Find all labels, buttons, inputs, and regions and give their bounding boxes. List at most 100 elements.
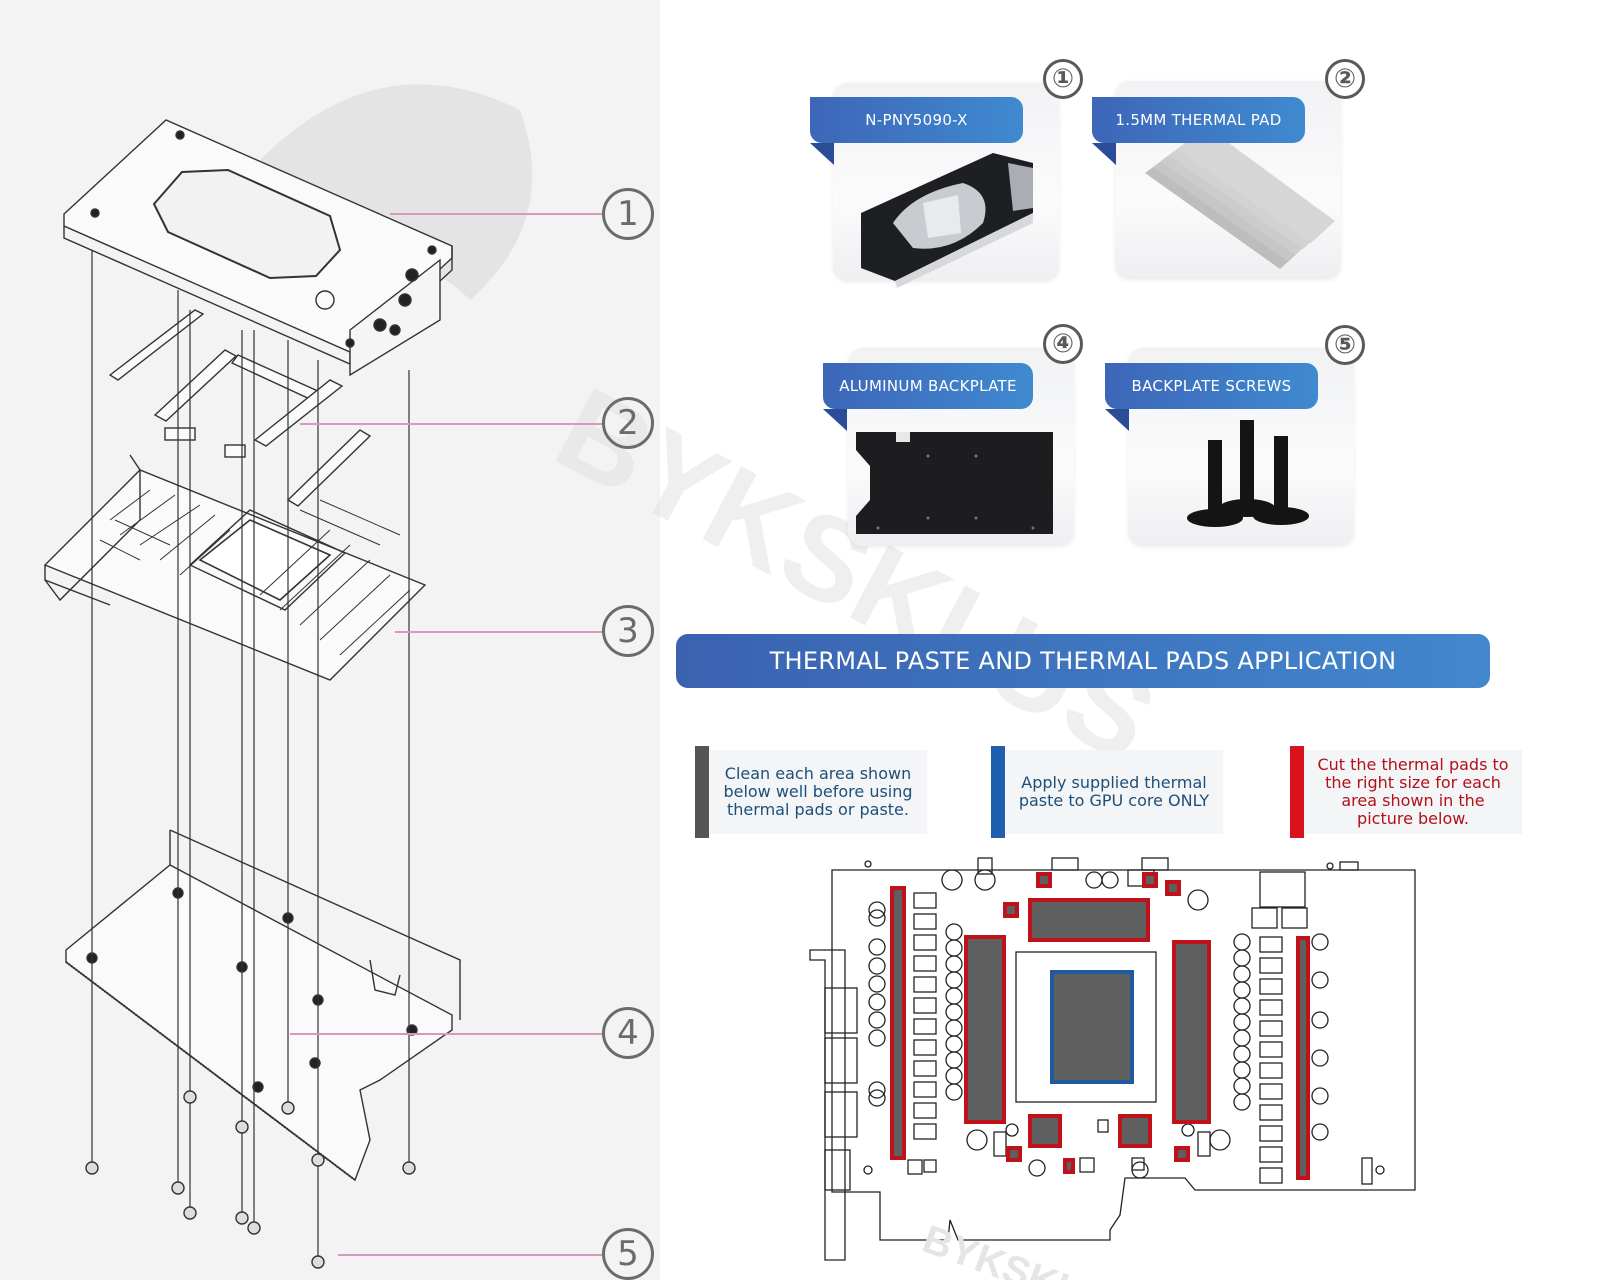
- capacitor: [945, 1003, 963, 1021]
- capacitor: [1375, 1165, 1385, 1175]
- callout-5: 5: [602, 1228, 654, 1280]
- screw-guide-lines: [91, 250, 410, 1265]
- smd-component: [913, 955, 937, 972]
- callout-3: 3: [602, 605, 654, 657]
- smd-component: [913, 1081, 937, 1098]
- capacitor: [1311, 1087, 1329, 1105]
- callout-5-label: 5: [617, 1234, 639, 1274]
- ribbon-fold: [1105, 409, 1129, 431]
- part-number-badge-2: ②: [1325, 59, 1365, 99]
- instruction-paste: Apply supplied thermal paste to GPU core…: [991, 746, 1223, 838]
- smd-component: [913, 1102, 937, 1119]
- thermal-pads-drawing: [108, 309, 372, 507]
- thermal-pad-zone: [1028, 898, 1150, 942]
- water-block-image: [861, 153, 1033, 288]
- smd-component: [913, 1018, 937, 1035]
- capacitor: [1311, 933, 1329, 951]
- capacitor: [1233, 949, 1251, 967]
- thermal-pad-image: [1145, 127, 1335, 269]
- gpu-pcb-drawing: [43, 454, 427, 681]
- smd-component: [1259, 1167, 1283, 1184]
- gpu-core-paste-zone: [1050, 970, 1134, 1084]
- diagram-watermark: BYKSKI.US: [917, 1217, 1137, 1280]
- capacitor: [1233, 1093, 1251, 1111]
- capacitor: [1311, 1123, 1329, 1141]
- water-block-drawing: [63, 119, 453, 377]
- callout-1: 1: [602, 188, 654, 240]
- thermal-pad-zone: [1296, 936, 1310, 1180]
- thermal-pad-zone: [890, 886, 906, 1160]
- part-number-badge-4: ④: [1043, 324, 1083, 364]
- backplate-image: [856, 432, 1053, 534]
- smd-component: [1051, 857, 1079, 871]
- callout-1-leader: [390, 213, 602, 215]
- callout-2-leader: [300, 423, 602, 425]
- part-label-backplate: ALUMINUM BACKPLATE: [823, 363, 1033, 409]
- thermal-pad-zone: [1172, 940, 1211, 1124]
- smd-component: [1361, 1157, 1373, 1185]
- capacitor: [1181, 1123, 1195, 1137]
- screws-image: [1187, 420, 1309, 527]
- section-title-banner: THERMAL PASTE AND THERMAL PADS APPLICATI…: [676, 634, 1490, 688]
- capacitor: [945, 971, 963, 989]
- capacitor: [1131, 1161, 1149, 1179]
- capacitor: [863, 1165, 873, 1175]
- capacitor: [945, 1035, 963, 1053]
- smd-component: [993, 1131, 1007, 1157]
- callout-3-label: 3: [617, 611, 639, 651]
- smd-component: [1259, 1125, 1283, 1142]
- callout-5-leader: [338, 1254, 602, 1256]
- thermal-pad-zone: [1174, 1146, 1190, 1162]
- part-label-thermal-pad: 1.5MM THERMAL PAD: [1092, 97, 1305, 143]
- instruction-text-cut-pads: Cut the thermal pads to the right size f…: [1304, 750, 1522, 834]
- capacitor: [868, 1029, 886, 1047]
- thermal-pad-zone: [1006, 1146, 1022, 1162]
- capacitor: [868, 1011, 886, 1029]
- capacitor: [945, 1083, 963, 1101]
- gpu-socket-outline: [1015, 951, 1157, 1103]
- capacitor: [945, 987, 963, 1005]
- smd-component: [913, 1060, 937, 1077]
- capacitor: [1311, 1049, 1329, 1067]
- pcb-pad-layout-diagram: BYKSKI.US: [809, 857, 1416, 1280]
- smd-component: [1259, 1104, 1283, 1121]
- backplate-drawing: [65, 829, 461, 1182]
- smd-component: [923, 1159, 937, 1173]
- instruction-text-clean: Clean each area shown below well before …: [709, 750, 927, 834]
- instruction-cut-pads: Cut the thermal pads to the right size f…: [1290, 746, 1522, 838]
- component-outlines: [863, 857, 1385, 1185]
- capacitor: [868, 938, 886, 956]
- smd-component: [1259, 999, 1283, 1016]
- ribbon-fold: [1092, 143, 1116, 165]
- part-label-screws: BACKPLATE SCREWS: [1105, 363, 1318, 409]
- part-number-badge-1: ①: [1043, 59, 1083, 99]
- capacitor: [868, 975, 886, 993]
- thermal-pad-zones: [890, 872, 1310, 1180]
- smd-component: [1259, 936, 1283, 953]
- capacitor: [1311, 971, 1329, 989]
- capacitor: [1311, 1011, 1329, 1029]
- callout-2-label: 2: [617, 403, 639, 443]
- capacitor: [1085, 871, 1103, 889]
- capacitor: [1326, 862, 1334, 870]
- capacitor: [1187, 889, 1209, 911]
- capacitor: [1233, 965, 1251, 983]
- smd-component: [913, 913, 937, 930]
- smd-component: [1339, 861, 1359, 871]
- capacitor: [868, 1089, 886, 1107]
- io-ports: [824, 987, 858, 1191]
- capacitor: [1209, 1129, 1231, 1151]
- smd-component: [1259, 978, 1283, 995]
- smd-component: [913, 997, 937, 1014]
- exploded-view-drawing: [43, 84, 533, 1269]
- capacitor: [1028, 1159, 1046, 1177]
- capacitor: [868, 901, 886, 919]
- smd-component: [1259, 1020, 1283, 1037]
- smd-component: [913, 1123, 937, 1140]
- capacitor: [945, 1067, 963, 1085]
- capacitor: [1233, 1013, 1251, 1031]
- capacitor: [966, 1129, 988, 1151]
- thermal-pad-zone: [1036, 872, 1052, 888]
- capacitor: [1233, 933, 1251, 951]
- smd-component: [913, 1039, 937, 1056]
